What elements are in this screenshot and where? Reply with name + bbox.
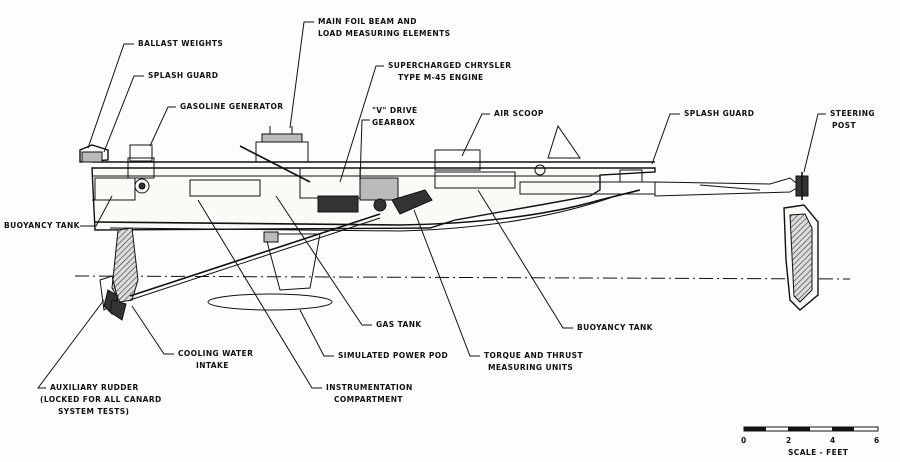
label-steering-post-2: POST [832, 121, 856, 130]
label-simulated-power-pod: SIMULATED POWER POD [338, 351, 448, 360]
deck-fin [547, 124, 581, 159]
label-instrumentation-2: COMPARTMENT [334, 395, 403, 404]
label-torque-thrust-2: MEASURING UNITS [488, 363, 573, 372]
label-buoyancy-tank-right: BUOYANCY TANK [577, 323, 654, 332]
scale-tick-4: 4 [830, 436, 836, 445]
label-gas-tank: GAS TANK [376, 320, 422, 329]
label-main-foil-beam: MAIN FOIL BEAM AND [318, 17, 417, 26]
label-engine-2: TYPE M-45 ENGINE [398, 73, 484, 82]
simulated-power-pod [207, 231, 333, 311]
label-cooling-water: COOLING WATER [178, 349, 253, 358]
main-foil-beam [255, 126, 309, 163]
label-ballast-weights: BALLAST WEIGHTS [138, 39, 223, 48]
scale-label: SCALE - FEET [788, 448, 849, 457]
label-aux-rudder-3: SYSTEM TESTS) [58, 407, 129, 416]
steering-post [783, 172, 819, 311]
label-cooling-water-2: INTAKE [196, 361, 229, 370]
label-torque-thrust: TORQUE AND THRUST [484, 351, 583, 360]
scale-tick-0: 0 [741, 436, 747, 445]
waterline [74, 275, 851, 280]
label-buoyancy-tank-left: BUOYANCY TANK [4, 221, 81, 230]
label-air-scoop: AIR SCOOP [494, 109, 544, 118]
label-v-drive: "V" DRIVE [372, 106, 418, 115]
scale-tick-6: 6 [874, 436, 880, 445]
rear-strut [99, 227, 139, 321]
label-splash-guard-left: SPLASH GUARD [148, 71, 218, 80]
callouts: MAIN FOIL BEAM AND LOAD MEASURING ELEMEN… [4, 17, 875, 416]
air-scoop [434, 149, 481, 171]
label-main-foil-beam-2: LOAD MEASURING ELEMENTS [318, 29, 450, 38]
scale-bar: 0 2 4 6 SCALE - FEET [741, 426, 880, 457]
label-engine: SUPERCHARGED CHRYSLER [388, 61, 511, 70]
v-drive-gearbox [391, 189, 433, 215]
gasoline-generator [129, 144, 153, 162]
label-steering-post: STEERING [830, 109, 875, 118]
label-aux-rudder: AUXILIARY RUDDER [50, 383, 139, 392]
label-instrumentation: INSTRUMENTATION [326, 383, 413, 392]
scale-tick-2: 2 [786, 436, 792, 445]
drive-shaft [129, 213, 381, 297]
label-gasoline-generator: GASOLINE GENERATOR [180, 102, 283, 111]
label-v-drive-2: GEARBOX [372, 118, 415, 127]
label-aux-rudder-2: (LOCKED FOR ALL CANARD [40, 395, 162, 404]
engine [299, 167, 399, 213]
buoyancy-tank-left [94, 177, 136, 201]
bow-ballast [81, 151, 155, 194]
label-splash-guard-right: SPLASH GUARD [684, 109, 754, 118]
